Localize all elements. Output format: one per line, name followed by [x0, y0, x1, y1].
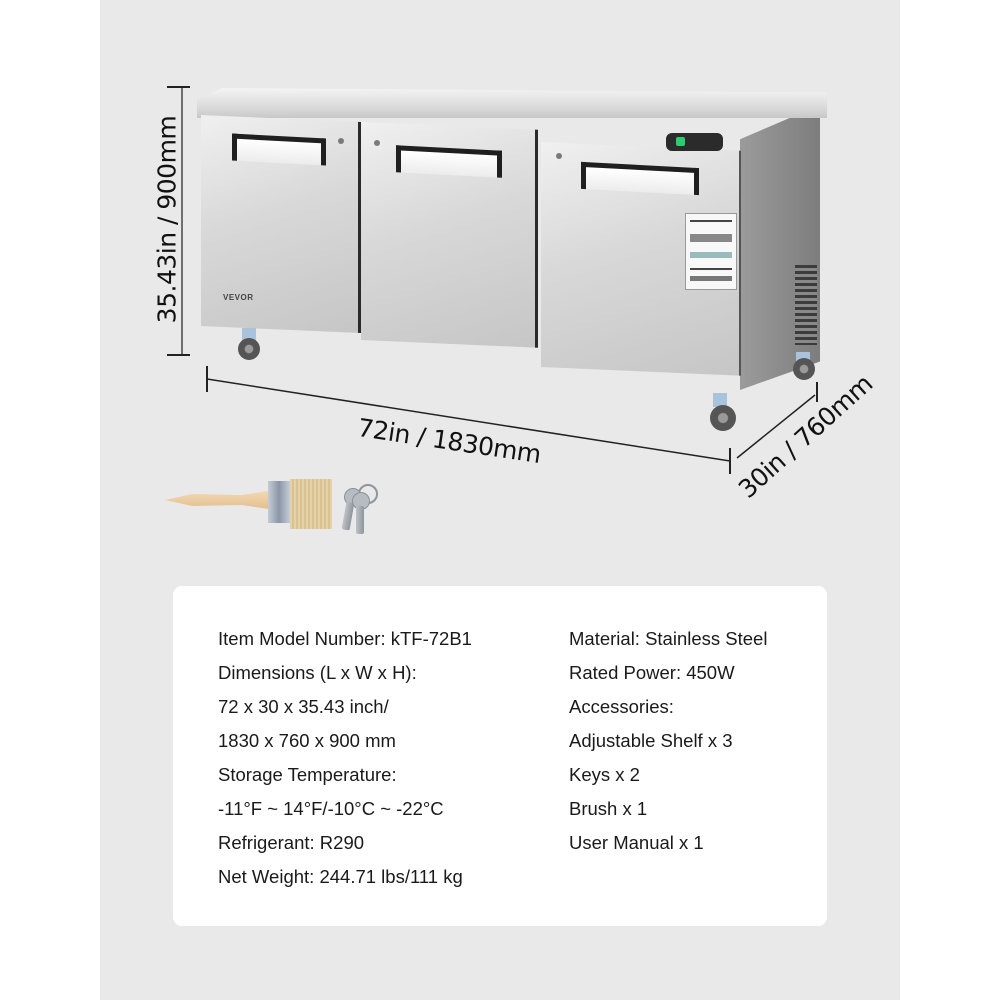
- caster-wheel-icon: [793, 358, 815, 380]
- lock-icon: [374, 140, 380, 146]
- spec-net-weight: Net Weight: 244.71 lbs/111 kg: [218, 866, 463, 887]
- instruction-sticker: [685, 213, 737, 290]
- spec-material: Material: Stainless Steel: [569, 628, 768, 649]
- spec-accessory-shelf: Adjustable Shelf x 3: [569, 730, 733, 751]
- spec-storage-temp-value: -11°F ~ 14°F/-10°C ~ -22°C: [218, 798, 444, 819]
- height-dimension-tick-top: [167, 86, 190, 88]
- spec-storage-temp-label: Storage Temperature:: [218, 764, 397, 785]
- caster-wheel-icon: [238, 338, 260, 360]
- brush-icon: [165, 490, 275, 510]
- spec-model-number: Item Model Number: kTF-72B1: [218, 628, 472, 649]
- spec-dimensions-mm: 1830 x 760 x 900 mm: [218, 730, 396, 751]
- caster-mount: [713, 393, 727, 407]
- spec-rated-power: Rated Power: 450W: [569, 662, 735, 683]
- spec-accessories-label: Accessories:: [569, 696, 674, 717]
- spec-accessory-manual: User Manual x 1: [569, 832, 704, 853]
- freezer-vent: [795, 265, 817, 345]
- spec-accessory-keys: Keys x 2: [569, 764, 640, 785]
- spec-dimensions-label: Dimensions (L x W x H):: [218, 662, 417, 683]
- key-blade: [356, 506, 364, 534]
- height-dimension-tick-bottom: [167, 354, 190, 356]
- spec-refrigerant: Refrigerant: R290: [218, 832, 365, 853]
- specs-left-column: Item Model Number: kTF-72B1 Dimensions (…: [218, 622, 472, 894]
- power-led-icon: [676, 137, 685, 146]
- specs-right-column: Material: Stainless Steel Rated Power: 4…: [569, 622, 767, 860]
- brand-logo: VEVOR: [223, 293, 254, 302]
- spec-accessory-brush: Brush x 1: [569, 798, 648, 819]
- brush-bristles: [290, 479, 332, 529]
- temperature-control-panel: [666, 133, 723, 151]
- lock-icon: [556, 153, 562, 159]
- brush-ferrule: [268, 481, 290, 523]
- caster-wheel-icon: [710, 405, 736, 431]
- lock-icon: [338, 138, 344, 144]
- spec-dimensions-inch: 72 x 30 x 35.43 inch/: [218, 696, 389, 717]
- freezer-top: [197, 88, 827, 118]
- specifications-card: Item Model Number: kTF-72B1 Dimensions (…: [173, 586, 827, 926]
- height-dimension-line: [181, 87, 183, 355]
